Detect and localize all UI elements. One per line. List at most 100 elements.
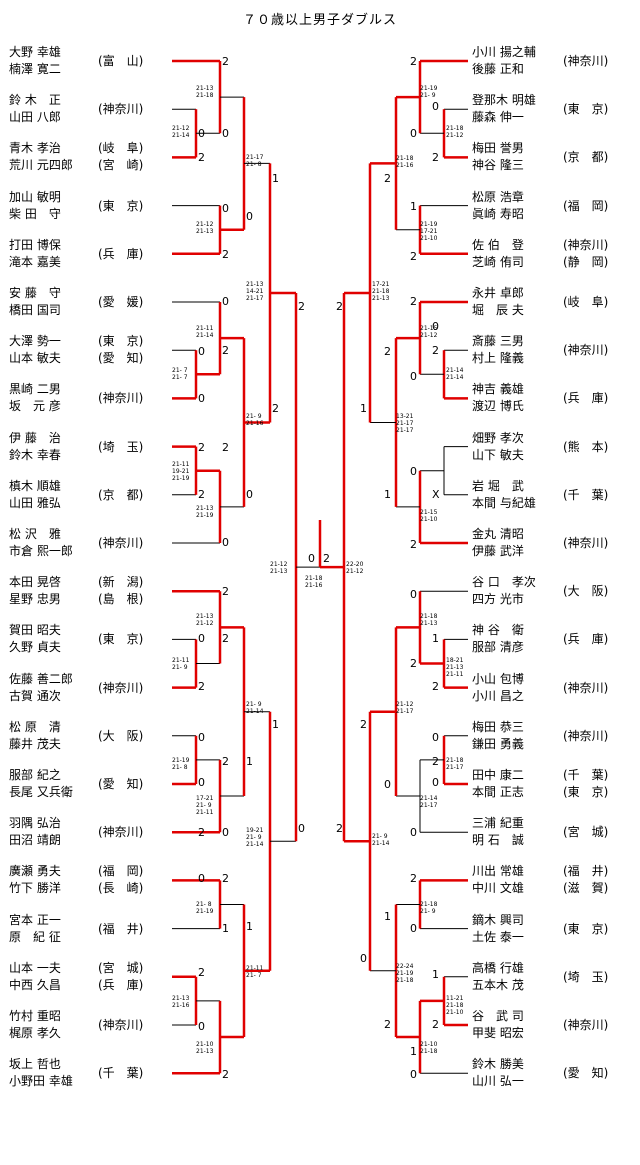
set-score: 18-21 <box>446 657 464 664</box>
player-name: 堀 辰 夫 <box>472 303 524 317</box>
match-result: 0 <box>198 632 205 645</box>
prefecture: (岐 阜) <box>98 141 144 156</box>
match-result: 2 <box>272 402 279 415</box>
set-score: 21- 8 <box>246 161 262 168</box>
set-score: 21-18 <box>446 125 464 132</box>
set-score: 21-11 <box>196 325 214 332</box>
match-result: 2 <box>198 151 205 164</box>
set-score: 17-21 <box>196 795 214 802</box>
match-result: 0 <box>198 392 205 405</box>
prefecture: (京 都) <box>98 487 144 502</box>
match-result: 0 <box>222 536 229 549</box>
player-name: 田沼 靖朗 <box>9 833 61 848</box>
match-result: 2 <box>222 248 229 261</box>
prefecture: (神奈川) <box>98 102 144 117</box>
match-result: 2 <box>323 552 330 565</box>
player-name: 安 藤 守 <box>9 286 61 300</box>
set-score: 21- 9 <box>420 92 436 99</box>
player-name: 金丸 清昭 <box>472 527 524 541</box>
player-name: 藤井 茂夫 <box>9 736 61 751</box>
match-result: 1 <box>272 718 279 731</box>
match-result: 2 <box>222 55 229 68</box>
set-score: 21-17 <box>396 708 414 715</box>
player-name: 渡辺 博氏 <box>472 399 524 414</box>
prefecture: (東 京) <box>98 198 144 213</box>
player-name: 神 谷 衛 <box>472 623 524 638</box>
set-score: 11-21 <box>446 995 464 1002</box>
player-name: 村上 隆義 <box>472 351 524 366</box>
prefecture: (兵 庫) <box>563 632 609 647</box>
match-result: 0 <box>432 731 439 744</box>
player-name: 永井 卓郎 <box>472 286 524 300</box>
player-name: 明 石 誠 <box>472 833 524 848</box>
set-score: 21-19 <box>420 221 438 228</box>
set-score: 21-14 <box>172 132 190 139</box>
match-result: 2 <box>432 680 439 693</box>
player-name: 廣瀬 勇夫 <box>9 864 61 879</box>
set-score: 21-13 <box>246 281 264 288</box>
player-name: 鎌田 勇義 <box>472 736 524 751</box>
prefecture: (兵 庫) <box>98 977 144 992</box>
set-score: 21- 9 <box>246 834 262 841</box>
match-result: 0 <box>222 826 229 839</box>
player-name: 原 紀 征 <box>9 929 61 944</box>
player-name: 谷 口 孝次 <box>472 575 536 590</box>
prefecture: (神奈川) <box>98 1018 144 1032</box>
page-title: ７０歳以上男子ダブルス <box>242 13 397 28</box>
prefecture: (長 崎) <box>98 881 144 896</box>
player-name: 三浦 紀重 <box>472 816 524 831</box>
prefecture: (大 阪) <box>98 728 144 743</box>
match-result: 2 <box>222 344 229 357</box>
match-result: 2 <box>432 151 439 164</box>
player-name: 松 沢 雅 <box>9 527 61 541</box>
player-name: 甲斐 昭宏 <box>472 1026 524 1040</box>
player-name: 梶原 孝久 <box>9 1026 61 1040</box>
match-result: 2 <box>384 1018 391 1031</box>
player-name: 藤森 伸一 <box>472 110 524 125</box>
set-score: 19-21 <box>246 827 264 834</box>
prefecture: (兵 庫) <box>98 246 144 261</box>
player-name: 坂 元 彦 <box>9 399 61 414</box>
set-score: 21- 9 <box>246 701 262 708</box>
prefecture: (神奈川) <box>98 680 144 695</box>
set-score: 21-12 <box>270 561 288 568</box>
player-name: 羽隅 弘治 <box>9 816 61 831</box>
prefecture: (神奈川) <box>563 237 609 252</box>
player-name: 梅田 誉男 <box>472 141 524 156</box>
player-name: 槙木 順雄 <box>9 478 61 493</box>
match-result: 0 <box>298 822 305 835</box>
match-result: 2 <box>222 872 229 885</box>
player-name: 服部 清彦 <box>472 640 524 655</box>
prefecture: (東 京) <box>98 334 144 349</box>
player-name: 鈴木 幸春 <box>9 447 61 462</box>
match-result: 0 <box>432 100 439 113</box>
set-score: 21-18 <box>372 288 390 295</box>
prefecture: (埼 玉) <box>563 969 609 984</box>
match-result: 2 <box>360 718 367 731</box>
match-result: 1 <box>410 200 417 213</box>
player-name: 荒川 元四郎 <box>9 158 73 173</box>
set-score: 21-11 <box>446 671 464 678</box>
match-result: 0 <box>308 552 315 565</box>
match-result: 2 <box>432 1018 439 1031</box>
prefecture: (福 井) <box>563 864 609 879</box>
match-result: 2 <box>198 488 205 501</box>
match-result: 0 <box>198 731 205 744</box>
player-name: 佐 伯 登 <box>472 237 524 252</box>
match-result: 2 <box>222 441 229 454</box>
set-score: 21-19 <box>196 512 214 519</box>
player-name: 黒崎 二男 <box>9 382 61 397</box>
player-name: 谷 武 司 <box>472 1009 524 1023</box>
match-result: 0 <box>410 370 417 383</box>
match-result: 1 <box>272 172 279 185</box>
match-result: 1 <box>246 920 253 933</box>
set-score: 21-19 <box>172 475 190 482</box>
player-name: 久野 貞夫 <box>9 640 61 655</box>
match-result: 0 <box>222 127 229 140</box>
set-score: 21-15 <box>420 325 438 332</box>
player-name: 田中 康二 <box>472 768 524 782</box>
set-score: 21-18 <box>420 901 438 908</box>
player-name: 坂上 哲也 <box>9 1057 61 1072</box>
prefecture: (神奈川) <box>98 536 144 550</box>
prefecture: (東 京) <box>563 102 609 117</box>
